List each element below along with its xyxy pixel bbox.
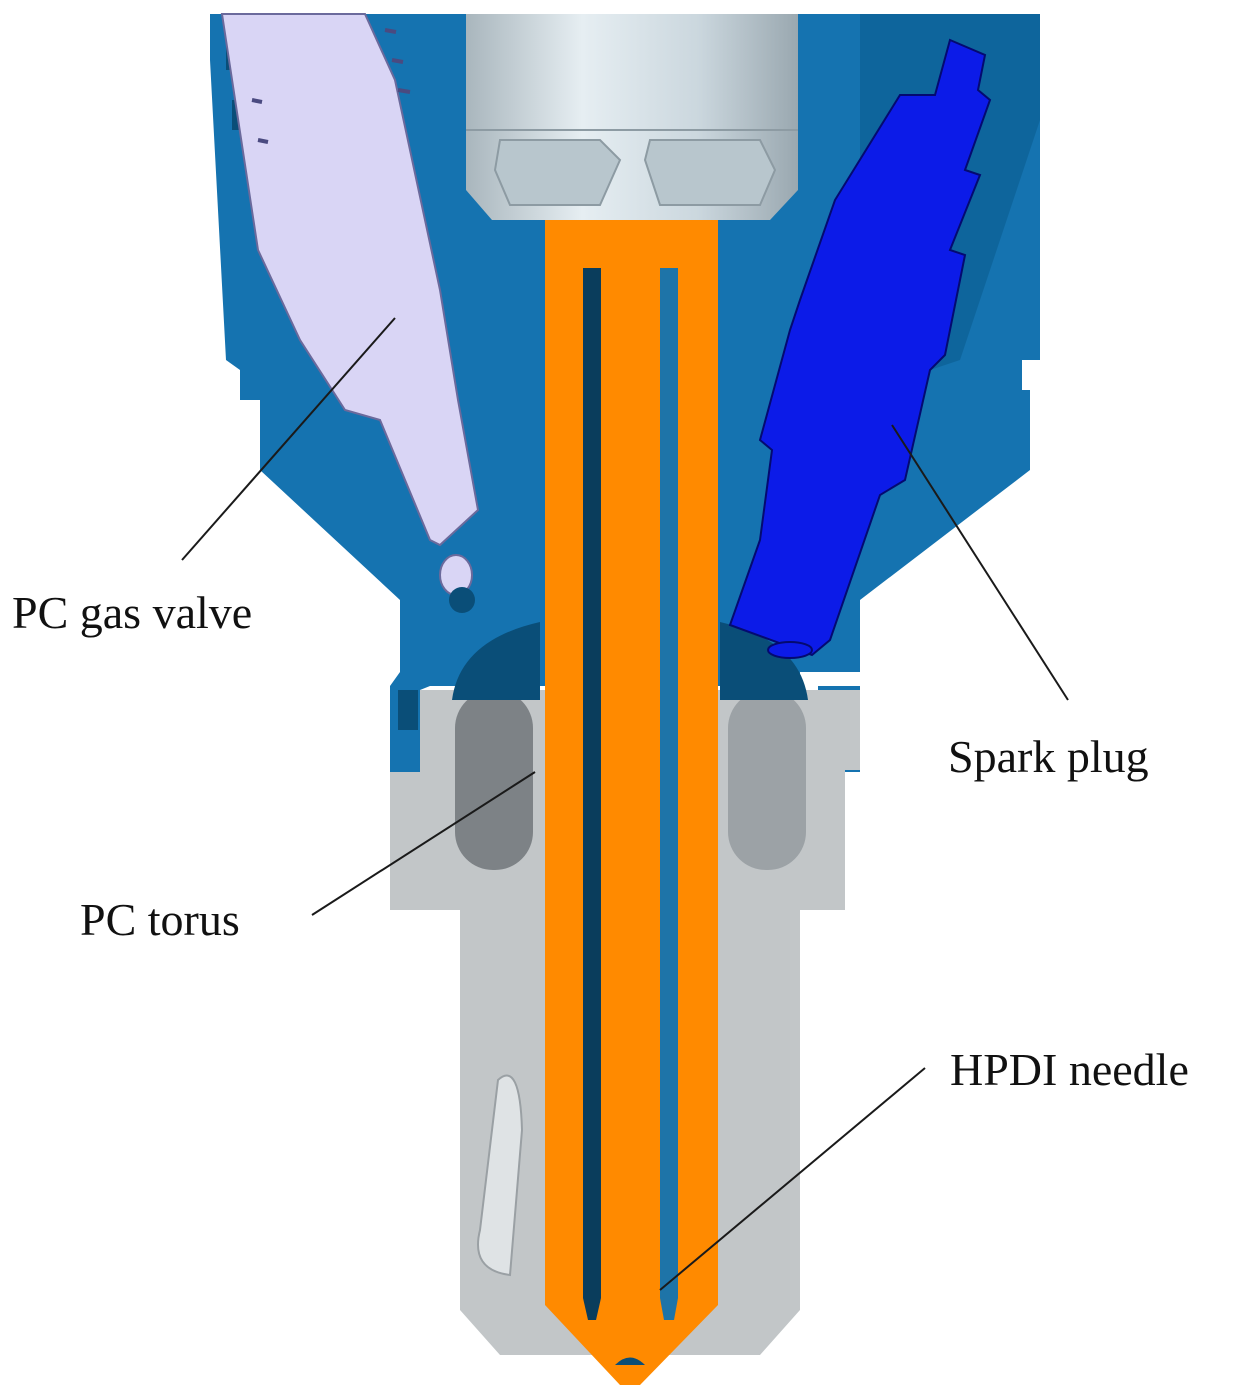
label-torus: PC torus [80, 894, 240, 945]
label-needle: HPDI needle [950, 1044, 1189, 1095]
spark-plug [728, 38, 992, 659]
torus-leader [311, 771, 536, 916]
hpdi-needle [545, 220, 718, 1385]
label-gas-valve: PC gas valve [12, 587, 252, 638]
needle-leader [659, 1067, 926, 1291]
pc-gas-valve [220, 13, 480, 613]
spark-plug-leader [891, 424, 1069, 701]
gas-valve-leader [181, 317, 396, 561]
hex-nut [466, 14, 798, 220]
label-spark-plug: Spark plug [948, 731, 1149, 782]
